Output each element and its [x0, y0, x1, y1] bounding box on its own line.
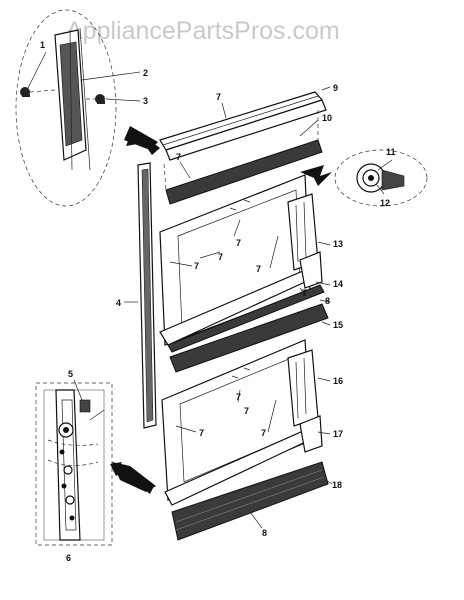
- arrow-icon: [300, 165, 332, 186]
- callout-13: 13: [333, 239, 343, 249]
- callout-17: 17: [333, 429, 343, 439]
- callout-7-upper-d: 7: [256, 264, 261, 274]
- callout-7-upper-b: 7: [218, 252, 223, 262]
- callout-18: 18: [332, 480, 342, 490]
- callout-7-top-b: 7: [176, 152, 181, 162]
- latch-detail-inset: [35, 379, 113, 546]
- watermark-text: AppliancePartsPros.com: [66, 17, 340, 45]
- callout-10: 10: [322, 113, 332, 123]
- callout-7-upper-c: 7: [194, 261, 199, 271]
- callout-4: 4: [116, 298, 121, 308]
- callout-1: 1: [40, 40, 45, 50]
- callout-7-upper-e: 7: [302, 288, 307, 298]
- callout-7-lower-b: 7: [244, 406, 249, 416]
- top-rail-assembly: [159, 86, 331, 205]
- callout-3: 3: [143, 96, 148, 106]
- hinge-detail-inset: [15, 9, 141, 207]
- callout-16: 16: [333, 376, 343, 386]
- callout-8-upper: 8: [325, 296, 330, 306]
- roller-detail-inset: [334, 149, 428, 207]
- callout-15: 15: [333, 320, 343, 330]
- callout-2: 2: [143, 68, 148, 78]
- callout-7-top-a: 7: [216, 92, 221, 102]
- callout-9: 9: [333, 83, 338, 93]
- callout-12: 12: [380, 198, 390, 208]
- lower-door-frame: [161, 339, 333, 541]
- callout-8-lower: 8: [262, 528, 267, 538]
- callout-7-lower-d: 7: [261, 428, 266, 438]
- callout-14: 14: [333, 279, 343, 289]
- callout-6: 6: [66, 553, 71, 563]
- upper-door-frame: [159, 174, 331, 373]
- screw-icon: [20, 87, 30, 97]
- callout-7-upper-a: 7: [236, 238, 241, 248]
- callout-7-lower-a: 7: [236, 392, 241, 402]
- door-trim-strip: [124, 162, 157, 429]
- callout-5: 5: [68, 369, 73, 379]
- screw-icon: [95, 94, 105, 104]
- callout-11: 11: [386, 147, 396, 157]
- callout-7-lower-c: 7: [199, 428, 204, 438]
